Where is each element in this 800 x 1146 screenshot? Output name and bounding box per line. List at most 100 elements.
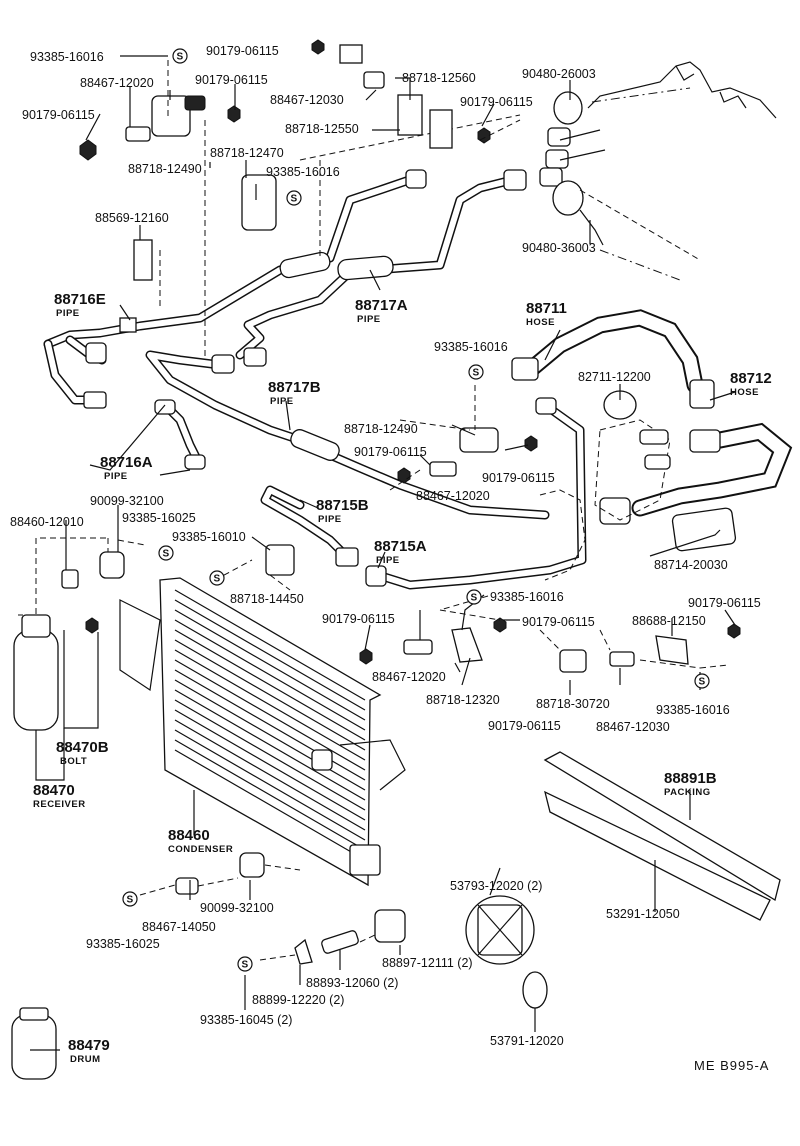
part-label: 93385-16016 — [434, 340, 508, 354]
part-sublabel: PIPE — [318, 514, 342, 525]
part-label: 88718-12470 — [210, 146, 284, 160]
part-label: 90179-06115 — [206, 44, 279, 58]
part-label: 88715A — [374, 538, 427, 555]
svg-text:S: S — [291, 194, 298, 205]
part-label: 53791-12020 — [490, 1034, 564, 1048]
part-label: 90179-06115 — [354, 445, 427, 459]
part-label: 93385-16016 — [30, 50, 104, 64]
part-sublabel: CONDENSER — [168, 844, 233, 855]
part-label: 93385-16025 — [86, 937, 160, 951]
part-label: 93385-16016 — [656, 703, 730, 717]
mufflers — [279, 251, 394, 461]
part-sublabel: PIPE — [104, 471, 128, 482]
svg-text:S: S — [163, 549, 170, 560]
part-label: 88714-20030 — [654, 558, 728, 572]
part-label: 88467-14050 — [142, 920, 216, 934]
part-label: 90179-06115 — [482, 471, 555, 485]
part-label: 88716E — [54, 291, 106, 308]
part-label: 90480-26003 — [522, 67, 596, 81]
part-label: 53793-12020 (2) — [450, 879, 542, 893]
svg-text:S: S — [214, 574, 221, 585]
part-label: 90179-06115 — [522, 615, 595, 629]
leader-lines — [18, 55, 736, 1051]
part-label: 90179-06115 — [22, 108, 95, 122]
svg-text:S: S — [699, 677, 706, 688]
part-label: 88470 — [33, 782, 75, 799]
part-labels: 93385-16016 90179-06115 88467-12020 9017… — [10, 44, 772, 1073]
s-symbol-icon: S — [158, 545, 174, 561]
part-label: 88467-12020 — [416, 489, 490, 503]
part-sublabel: BOLT — [60, 756, 87, 767]
part-label: 53291-12050 — [606, 907, 680, 921]
part-label: 88467-12030 — [596, 720, 670, 734]
pipe-88716a — [154, 399, 206, 470]
pipe-88715b — [260, 485, 359, 567]
part-label: 88712 — [730, 370, 772, 387]
svg-text:S: S — [127, 895, 134, 906]
svg-text:S: S — [242, 960, 249, 971]
s-symbol-icon: S — [694, 673, 710, 689]
part-label: 90480-36003 — [522, 241, 596, 255]
part-label: 88716A — [100, 454, 153, 471]
part-label: 88897-12111 (2) — [382, 956, 473, 970]
s-symbol-icon: S — [468, 364, 484, 380]
bottom-parts — [11, 751, 781, 1080]
vehicle-body-outline — [299, 61, 777, 281]
part-label: 88718-12320 — [426, 693, 500, 707]
part-label: 88467-12030 — [270, 93, 344, 107]
part-label: 88715B — [316, 497, 369, 514]
part-label: 90099-32100 — [200, 901, 274, 915]
receiver-88470 — [13, 614, 99, 781]
part-label: 88893-12060 (2) — [306, 976, 398, 990]
s-symbol-icon: S — [466, 589, 482, 605]
part-label: 88688-12150 — [632, 614, 706, 628]
part-label: 88467-12020 — [372, 670, 446, 684]
part-sublabel: PACKING — [664, 787, 711, 798]
svg-text:S: S — [471, 593, 478, 604]
part-label: 88569-12160 — [95, 211, 169, 225]
reference-code: ME B995-A — [694, 1058, 769, 1073]
part-sublabel: HOSE — [526, 317, 555, 328]
part-label: 82711-12200 — [578, 370, 651, 384]
hose-88711 — [511, 309, 704, 394]
part-label: 88470B — [56, 739, 109, 756]
hose-88712 — [599, 379, 793, 525]
part-label: 93385-16010 — [172, 530, 246, 544]
s-symbols: S S S S S S S S S — [122, 48, 710, 972]
part-sublabel: PIPE — [376, 555, 400, 566]
part-label: 93385-16016 — [490, 590, 564, 604]
part-label: 88899-12220 (2) — [252, 993, 344, 1007]
part-label: 88711 — [526, 300, 567, 317]
part-sublabel: PIPE — [270, 396, 294, 407]
s-symbol-icon: S — [237, 956, 253, 972]
pipe-88715a — [365, 397, 587, 590]
part-label: 88717B — [268, 379, 321, 396]
s-symbol-icon: S — [122, 891, 138, 907]
part-label: 93385-16025 — [122, 511, 196, 525]
top-parts — [79, 39, 606, 409]
s-symbol-icon: S — [286, 190, 302, 206]
condenser-88460 — [119, 577, 406, 887]
part-label: 88717A — [355, 297, 408, 314]
part-label: 88479 — [68, 1037, 110, 1054]
svg-text:S: S — [177, 52, 184, 63]
part-label: 90179-06115 — [688, 596, 761, 610]
part-label: 90179-06115 — [488, 719, 561, 733]
part-sublabel: HOSE — [730, 387, 759, 398]
part-label: 88718-12560 — [402, 71, 476, 85]
part-label: 90179-06115 — [195, 73, 268, 87]
part-label: 88467-12020 — [80, 76, 154, 90]
part-label: 88891B — [664, 770, 717, 787]
part-label: 88460 — [168, 827, 210, 844]
s-symbol-icon: S — [172, 48, 188, 64]
part-label: 88718-14450 — [230, 592, 304, 606]
part-label: 90179-06115 — [460, 95, 533, 109]
part-label: 88718-12490 — [128, 162, 202, 176]
part-label: 88718-12550 — [285, 122, 359, 136]
part-sublabel: PIPE — [357, 314, 381, 325]
part-sublabel: PIPE — [56, 308, 80, 319]
part-sublabel: RECEIVER — [33, 799, 86, 810]
part-label: 93385-16045 (2) — [200, 1013, 292, 1027]
part-label: 90179-06115 — [322, 612, 395, 626]
